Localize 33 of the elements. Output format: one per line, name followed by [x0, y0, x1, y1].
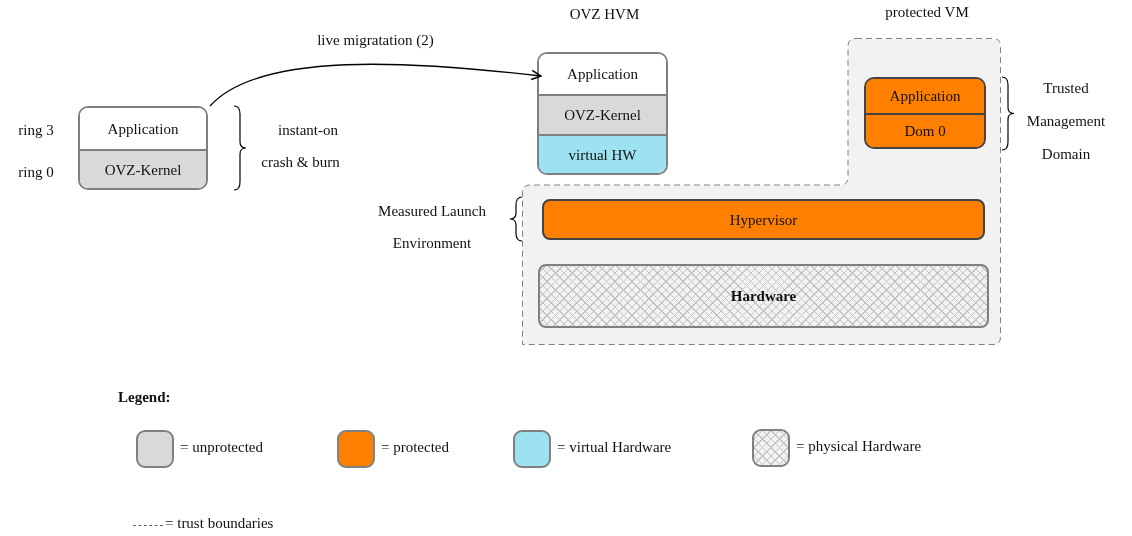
layer-box	[80, 149, 206, 188]
layer-label: OVZ-Kernel	[563, 106, 642, 124]
legend-text: = virtual Hardware	[557, 439, 672, 456]
layer-box	[542, 199, 985, 240]
layer-box	[866, 113, 984, 147]
layer-label: Application	[106, 119, 180, 138]
layer-label: Application	[888, 87, 962, 105]
heading: protected VM	[884, 4, 970, 21]
legend-text: = protected	[381, 439, 449, 456]
curved-arrow	[209, 63, 542, 107]
layer-label: Hypervisor	[728, 210, 799, 229]
legend-text: = physical Hardware	[796, 438, 922, 455]
legend-title: Legend:	[118, 389, 171, 406]
layer-label: OVZ-Kernel	[103, 160, 183, 179]
layer-label: Application	[566, 65, 639, 83]
layer-box	[539, 134, 666, 173]
layer-box	[538, 264, 989, 328]
side-note: Measured Launch Environment	[377, 202, 487, 253]
heading: OVZ HVM	[568, 6, 641, 23]
edge-label: live migratation (2)	[316, 32, 435, 49]
layer-label: Dom 0	[903, 122, 947, 140]
side-note: instant-on	[277, 122, 339, 139]
side-note: ring 3	[17, 122, 55, 139]
legend-text: = unprotected	[180, 439, 263, 456]
stack-frame	[78, 106, 208, 190]
side-note: crash & burn	[260, 154, 341, 171]
layer-box	[539, 94, 666, 134]
side-note: ring 0	[17, 164, 55, 181]
stack-frame	[864, 77, 986, 149]
side-note: Trusted Management Domain	[1025, 79, 1107, 164]
layer-label: virtual HW	[567, 145, 638, 164]
legend-text: = trust boundaries	[165, 515, 274, 532]
layer-label: Hardware	[729, 287, 798, 305]
